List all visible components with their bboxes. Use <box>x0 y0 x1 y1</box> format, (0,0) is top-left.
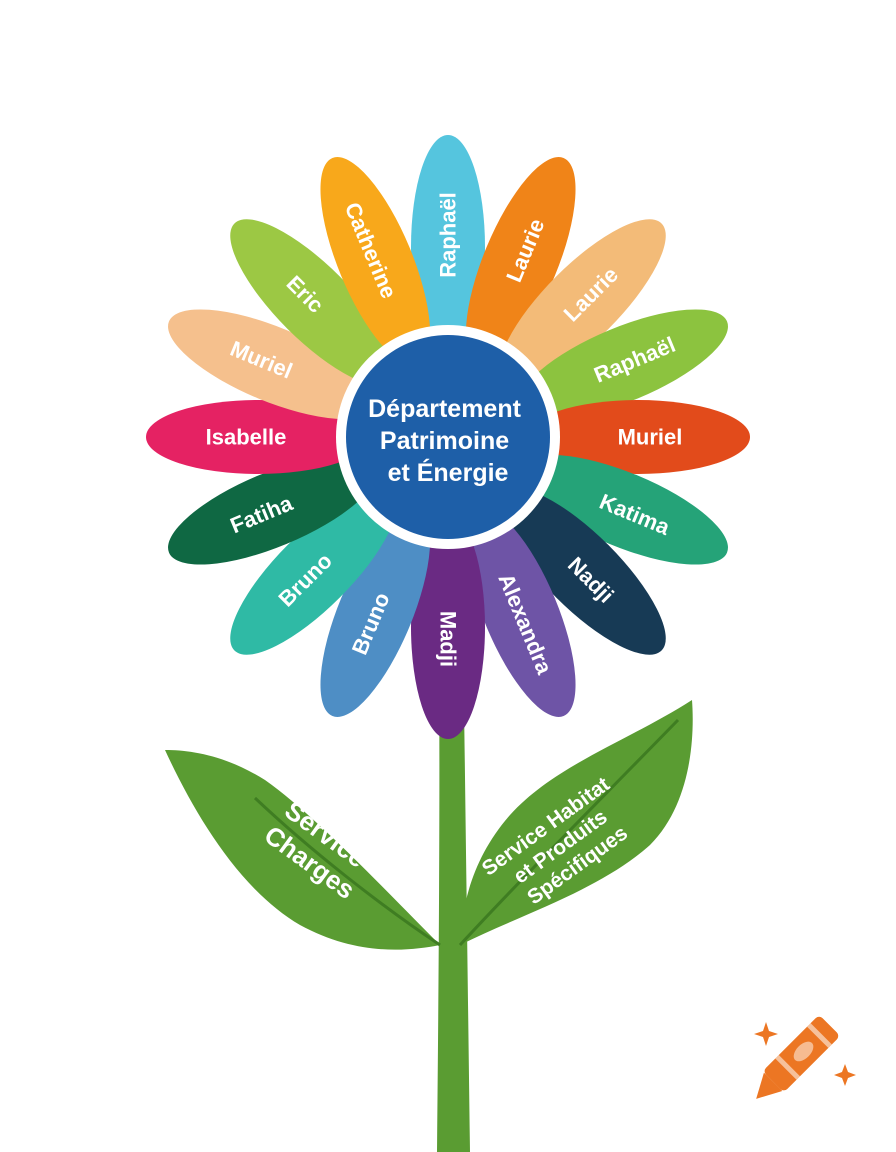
petal: Katima <box>519 454 728 565</box>
petal: Muriel <box>168 309 377 420</box>
petal: Isabelle <box>146 400 370 474</box>
petal-label: Raphaël <box>436 192 461 278</box>
center-disc: Département Patrimoine et Énergie <box>336 325 560 549</box>
petal-shape <box>411 515 485 739</box>
petal: Eric <box>230 219 398 387</box>
petal-shape <box>320 508 431 717</box>
petal-label: Isabelle <box>206 425 287 450</box>
petal-shape <box>526 400 750 474</box>
petal-label: Muriel <box>618 425 683 450</box>
petal-label: Madji <box>436 611 461 667</box>
petal-shape <box>465 157 576 366</box>
petal: Fatiha <box>168 454 377 565</box>
petal: Muriel <box>526 400 750 474</box>
petal-shape <box>519 454 728 565</box>
sparkle-icon <box>754 1022 778 1046</box>
petal: Nadji <box>498 487 666 655</box>
sparkle-icon <box>834 1064 856 1086</box>
petal-shape <box>519 309 728 420</box>
petal: Bruno <box>320 508 431 717</box>
petal-shape <box>320 157 431 366</box>
center-line-2: Patrimoine <box>380 427 509 455</box>
petal-shape <box>411 135 485 359</box>
crayon-icon <box>756 1016 839 1099</box>
leaf-right: Service Habitat et Produits Spécifiques <box>458 700 693 947</box>
petal-shape <box>498 219 666 387</box>
petal-shape <box>230 219 398 387</box>
center-title: Département Patrimoine et Énergie <box>368 395 528 487</box>
leaf-left-vein <box>253 796 441 947</box>
petal-shape <box>168 454 377 565</box>
center-fill <box>346 335 550 539</box>
leaf-left-shape <box>165 750 440 950</box>
leaf-right-vein <box>458 718 680 947</box>
petal-shape <box>498 487 666 655</box>
leaf-left: Service Charges <box>165 750 441 950</box>
petal: Madji <box>411 515 485 739</box>
petal-shape <box>168 309 377 420</box>
petal: Laurie <box>498 219 666 387</box>
petal-shape <box>146 400 370 474</box>
petal: Catherine <box>320 157 431 366</box>
center-line-1: Département <box>368 395 521 423</box>
petal-shape <box>230 487 398 655</box>
petal-shape <box>465 508 576 717</box>
petal: Bruno <box>230 487 398 655</box>
petal: Alexandra <box>465 508 576 717</box>
petal: Raphaël <box>519 309 728 420</box>
petal: Raphaël <box>411 135 485 359</box>
center-line-3: et Énergie <box>388 458 509 487</box>
petal: Laurie <box>465 157 576 366</box>
